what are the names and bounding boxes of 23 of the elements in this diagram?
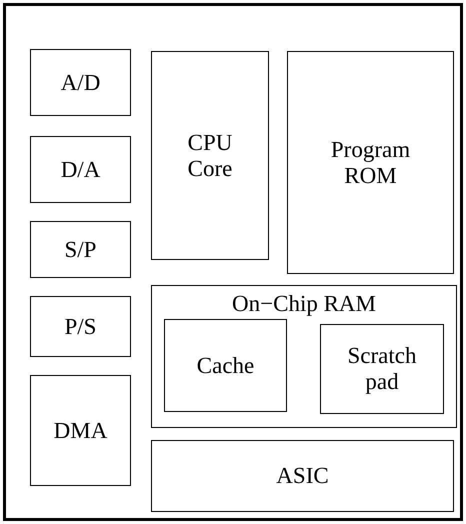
block-box — [30, 375, 131, 486]
block-label: A/D — [60, 70, 102, 96]
block-box — [30, 296, 131, 357]
block-label: D/A — [60, 156, 102, 182]
block-label: Cache — [196, 352, 256, 378]
block-label: DMA — [52, 418, 108, 444]
block-label: S/P — [64, 236, 98, 262]
block-label: Program ROM — [330, 136, 412, 188]
block-label: ASIC — [275, 463, 330, 489]
block-label: On−Chip RAM — [231, 291, 377, 317]
chip-outline — [3, 3, 463, 521]
block-box — [30, 49, 131, 116]
block-box — [320, 324, 444, 414]
block-box — [287, 51, 454, 274]
block-box — [30, 136, 131, 203]
block-label: Scratch pad — [346, 343, 418, 395]
block-box — [151, 440, 454, 512]
block-box — [151, 285, 457, 428]
block-box — [151, 51, 269, 260]
block-box — [30, 221, 131, 278]
block-label: P/S — [64, 314, 98, 340]
block-label: CPU Core — [186, 130, 234, 182]
block-box — [164, 319, 287, 412]
